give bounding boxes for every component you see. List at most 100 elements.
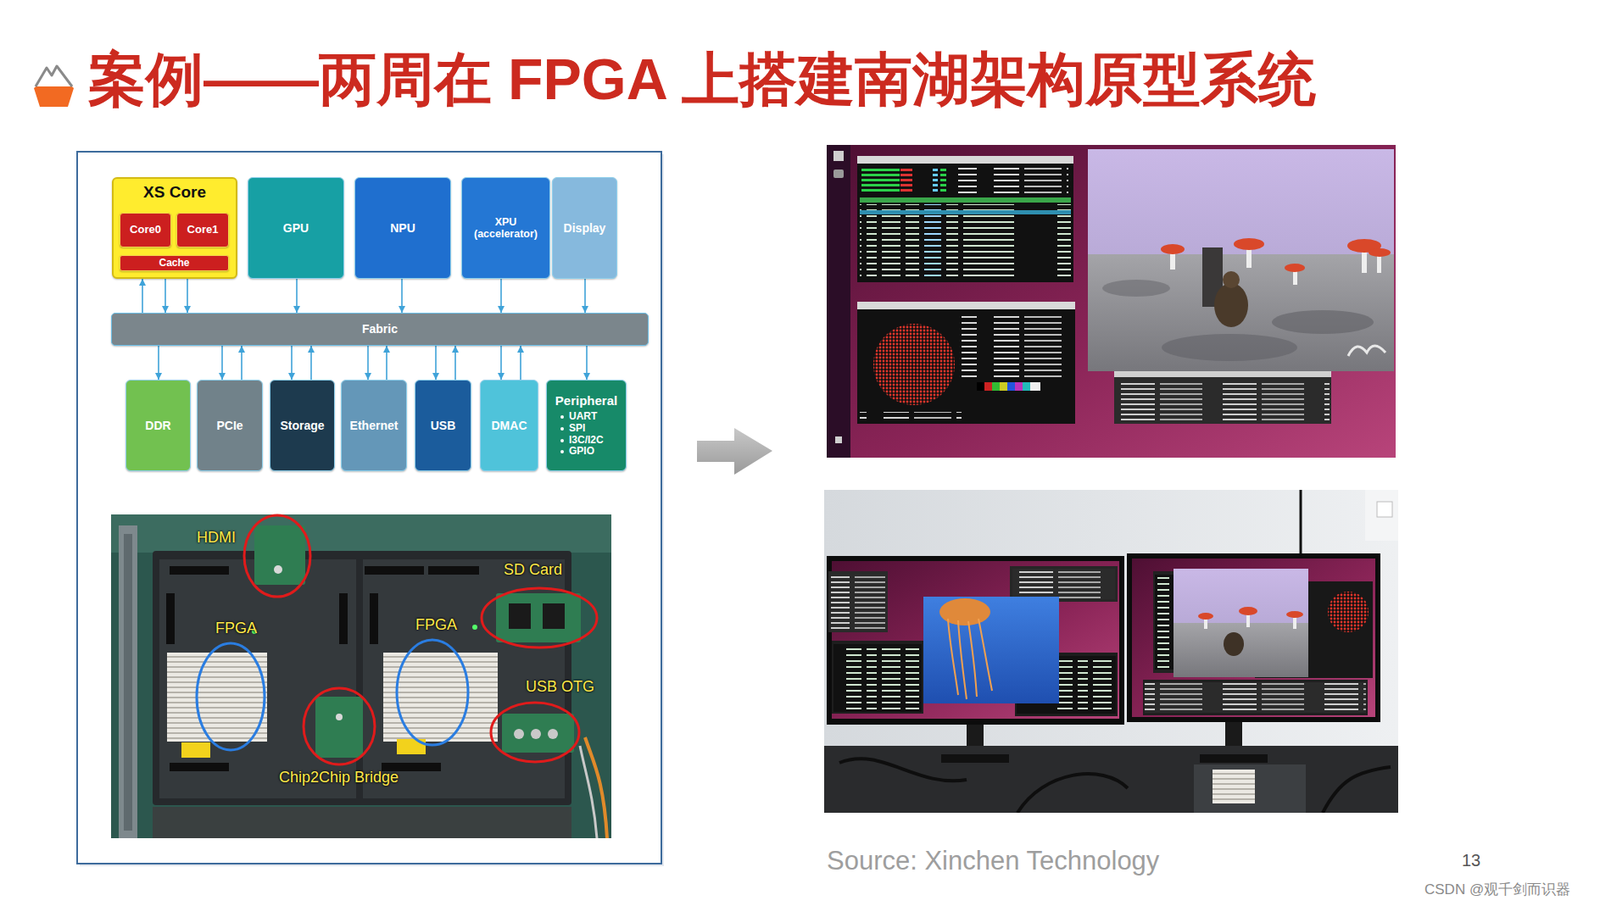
box-label: Display [563, 221, 607, 235]
lab-photo [1142, 680, 1368, 716]
box-label: XPU (accelerator) [462, 216, 550, 241]
bus-arrow [367, 345, 369, 380]
desktop-screenshot [1377, 254, 1382, 274]
callout-ellipse [396, 640, 469, 746]
bus-arrow [519, 345, 522, 380]
bus-arrow [310, 345, 313, 380]
lab-photo [1223, 632, 1244, 657]
list-item: SPI [568, 423, 586, 435]
desktop-screenshot [861, 167, 947, 194]
board-photo [111, 514, 612, 553]
logo-icon [33, 66, 74, 107]
desktop-screenshot [857, 156, 1074, 164]
photo-callout: FPGA [415, 616, 458, 635]
desktop-screenshot [1114, 370, 1332, 378]
bus-arrow [585, 345, 588, 380]
desktop-screenshot [1014, 382, 1023, 391]
bus-arrow [454, 345, 457, 380]
lab-photo [1198, 613, 1214, 620]
logo-icon [35, 66, 73, 87]
bus-arrow [240, 345, 243, 380]
lab-photo [1199, 754, 1268, 764]
core-box: Core0 [119, 212, 172, 248]
diagram-frame [77, 151, 664, 867]
photo-callout: SD Card [503, 561, 563, 580]
list-item: GPIO [568, 445, 595, 458]
box-label: NPU [390, 221, 416, 235]
lab-photo [1144, 682, 1366, 714]
bus-arrow [141, 278, 144, 313]
ip-block: USB [414, 379, 472, 472]
lab-photo [1173, 568, 1309, 678]
lab-photo [830, 574, 886, 630]
board-photo [472, 624, 478, 630]
lab-photo [826, 556, 1125, 725]
desktop-screenshot [833, 169, 844, 179]
box-label: Peripheral [555, 393, 618, 408]
desktop-screenshot [859, 204, 1071, 279]
board-photo [315, 696, 363, 759]
box-label: GPU [283, 221, 309, 235]
board-photo [501, 713, 575, 753]
board-photo [513, 729, 525, 740]
flow-arrow [696, 428, 773, 475]
board-photo [530, 729, 541, 740]
lab-photo [939, 598, 991, 626]
desktop-screenshot [1368, 248, 1391, 257]
lab-photo [1126, 553, 1381, 723]
bus-arrow [295, 278, 298, 313]
board-photo [181, 742, 211, 759]
desktop-screenshot [1348, 345, 1386, 357]
board-photo [254, 525, 306, 586]
board-photo [118, 525, 138, 839]
callout-ellipse [490, 702, 580, 763]
desktop-screenshot [1087, 149, 1394, 372]
lab-photo [941, 754, 1010, 764]
slide-title: 案例——两周在 FPGA 上搭建南湖架构原型系统 [88, 45, 1316, 112]
list-item: I3C/I2C [568, 434, 604, 447]
board-photo [169, 763, 229, 772]
bus-band: Fabric [111, 312, 649, 346]
box-label: PCIe [216, 418, 243, 433]
source-note: Source: Xinchen Technology [826, 846, 1160, 877]
bus-arrow [290, 345, 293, 380]
box-label: XS Core [143, 183, 207, 202]
board-photo [152, 807, 572, 839]
bus-arrow [157, 345, 160, 380]
board-photo [369, 593, 379, 645]
desktop-screenshot [958, 167, 1069, 194]
box-label: USB [430, 418, 457, 433]
ip-block: XPU (accelerator) [461, 177, 551, 279]
lab-photo [1173, 623, 1309, 678]
photo-callout: Chip2Chip Bridge [278, 769, 399, 787]
box-label: Cache [158, 257, 190, 270]
desktop-screenshot [1087, 149, 1394, 372]
desktop-screenshot [1271, 310, 1374, 335]
desktop-screenshot [961, 313, 1065, 379]
lab-photo [824, 490, 1399, 814]
lab-photo [1365, 490, 1399, 541]
board-photo [152, 551, 572, 806]
desktop-screenshot [1114, 370, 1332, 424]
desktop-screenshot [1214, 283, 1249, 328]
board-photo [339, 593, 348, 645]
lab-photo [839, 758, 1391, 814]
desktop-screenshot [1030, 382, 1041, 391]
list-item: UART [568, 411, 597, 424]
desktop-screenshot [1222, 271, 1240, 289]
lab-photo [1009, 566, 1118, 603]
desktop-screenshot [999, 382, 1008, 391]
desktop-screenshot [857, 301, 1076, 310]
lab-photo [1212, 769, 1255, 804]
lab-photo [831, 641, 924, 714]
lab-photo [833, 644, 922, 713]
callout-ellipse [303, 688, 375, 765]
bus-arrow [500, 345, 502, 380]
cpu-cluster: Core0Core1CacheXS Core [111, 177, 238, 279]
callout-ellipse [481, 588, 597, 648]
box-label: Ethernet [350, 418, 399, 433]
board-photo [169, 566, 229, 575]
lab-photo [824, 490, 1399, 814]
board-photo [364, 566, 424, 575]
